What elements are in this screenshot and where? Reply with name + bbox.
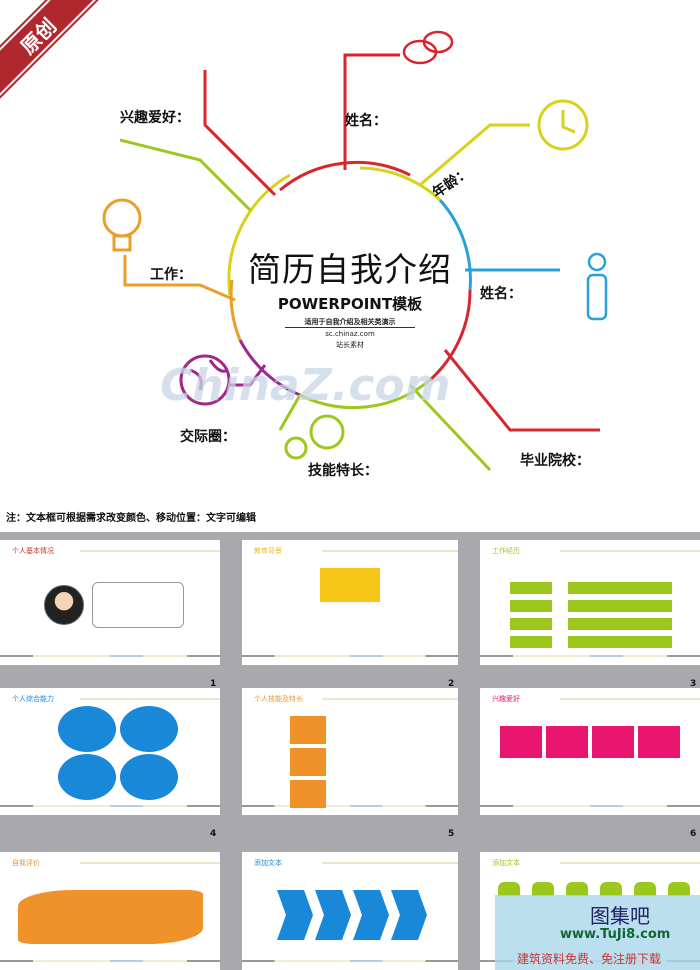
slide-thumbnail[interactable]: 个人综合能力 [0,688,220,815]
label-skills: 技能特长： [308,463,378,479]
hobby-card [500,726,542,758]
label-hobby: 兴趣爱好： [120,110,190,126]
label-school: 毕业院校： [520,453,590,469]
slide-thumbnail[interactable]: 添加文本 [242,852,458,970]
timeline-bar [568,582,672,594]
clock-icon [537,99,589,151]
petal-shape [58,754,116,800]
slide-title: 个人综合能力 [12,695,54,703]
slide-title: 兴趣爱好 [492,695,520,703]
lightbulb-icon [102,198,142,252]
title-rule [560,698,700,700]
timeline-bar [568,618,672,630]
slide-title: 添加文本 [492,859,520,867]
tab-shape [532,882,554,896]
footer-stripe [0,655,220,657]
timeline-bar [510,636,552,648]
title-rule [560,550,700,552]
cover-slide: ChinaZ.com 兴趣爱好： 姓名： 年龄： 姓名： 工作： 交际圈： 技能… [0,0,608,524]
skill-box [290,748,326,776]
footer-stripe [242,655,458,657]
title-rule [322,550,458,552]
footer-stripe [0,960,220,962]
tuji-url: www.TuJi8.com [560,927,671,942]
timeline-bar [568,636,672,648]
petal-shape [58,706,116,752]
slide-thumbnail[interactable]: 个人基本情况 [0,540,220,665]
slide-title: 个人基本情况 [12,547,54,555]
slide-title: 工作经历 [492,547,520,555]
slide-number: 1 [210,679,217,689]
chevron-shape [277,890,313,940]
label-name-2: 姓名： [480,286,522,302]
cover-title: 简历自我介绍 [248,250,452,289]
slide-title: 教育背景 [254,547,282,555]
title-rule [322,698,458,700]
tab-shape [498,882,520,896]
slide-number: 2 [448,679,455,689]
cover-desc: 适用于自我介绍及相关类演示 [285,317,415,328]
slide-thumbnail[interactable]: 自我评价 [0,852,220,970]
timeline-bar [510,600,552,612]
tuji8-watermark: 图集吧 www.TuJi8.com 建筑资料免费、免注册下载 [495,895,700,970]
footer-stripe [480,805,700,807]
hobby-card [592,726,634,758]
tab-shape [668,882,690,896]
slide-number: 3 [690,679,697,689]
tab-shape [566,882,588,896]
chevron-shape [315,890,351,940]
wave-banner [18,890,203,944]
watermark-text: ChinaZ.com [160,360,451,411]
label-name: 姓名： [345,113,387,129]
petal-shape [120,754,178,800]
speech-bubble-icon [402,30,454,65]
label-social: 交际圈： [180,429,236,445]
title-rule [80,550,220,552]
slide-thumbnail[interactable]: 工作经历 [480,540,700,665]
slide-title: 自我评价 [12,859,40,867]
mind-map-lines [102,30,608,472]
timeline-bar [510,618,552,630]
tuji-name: 图集吧 [590,904,650,928]
title-rule [80,862,220,864]
tab-shape [600,882,622,896]
slide-title: 添加文本 [254,859,282,867]
title-rule [80,698,220,700]
globe-icon [179,354,231,406]
cover-subtitle: POWERPOINT模板 [277,295,423,313]
label-work: 工作： [150,267,192,283]
slide-title: 个人技能及特长 [254,695,303,703]
petal-shape [120,706,178,752]
slide-number: 6 [690,829,697,839]
chevron-shape [391,890,427,940]
footer-stripe [242,960,458,962]
slide-thumbnail[interactable]: 兴趣爱好 [480,688,700,815]
info-box [92,582,184,628]
timeline-bar [510,582,552,594]
footer-stripe [242,805,458,807]
slide-thumbnail[interactable]: 教育背景 [242,540,458,665]
tab-shape [634,882,656,896]
avatar [44,585,84,625]
cover-site: sc.chinaz.com [325,330,375,338]
hobby-card [638,726,680,758]
skill-box [290,716,326,744]
footer-stripe [0,805,220,807]
callout-box [320,568,380,602]
slide-number: 5 [448,829,455,839]
hobby-card [546,726,588,758]
skill-box [290,780,326,808]
title-rule [560,862,700,864]
cover-source: 站长素材 [336,341,364,349]
tuji-tagline: 建筑资料免费、免注册下载 [517,952,662,966]
person-icon [586,252,608,321]
chevron-shape [353,890,389,940]
note-text: 注：文本框可根据需求改变颜色、移动位置：文字可编辑 [6,513,256,524]
gears-icon [284,414,345,460]
timeline-bar [568,600,672,612]
slide-thumbnail[interactable]: 个人技能及特长 [242,688,458,815]
footer-stripe [480,655,700,657]
title-rule [322,862,458,864]
slide-number: 4 [210,829,217,839]
